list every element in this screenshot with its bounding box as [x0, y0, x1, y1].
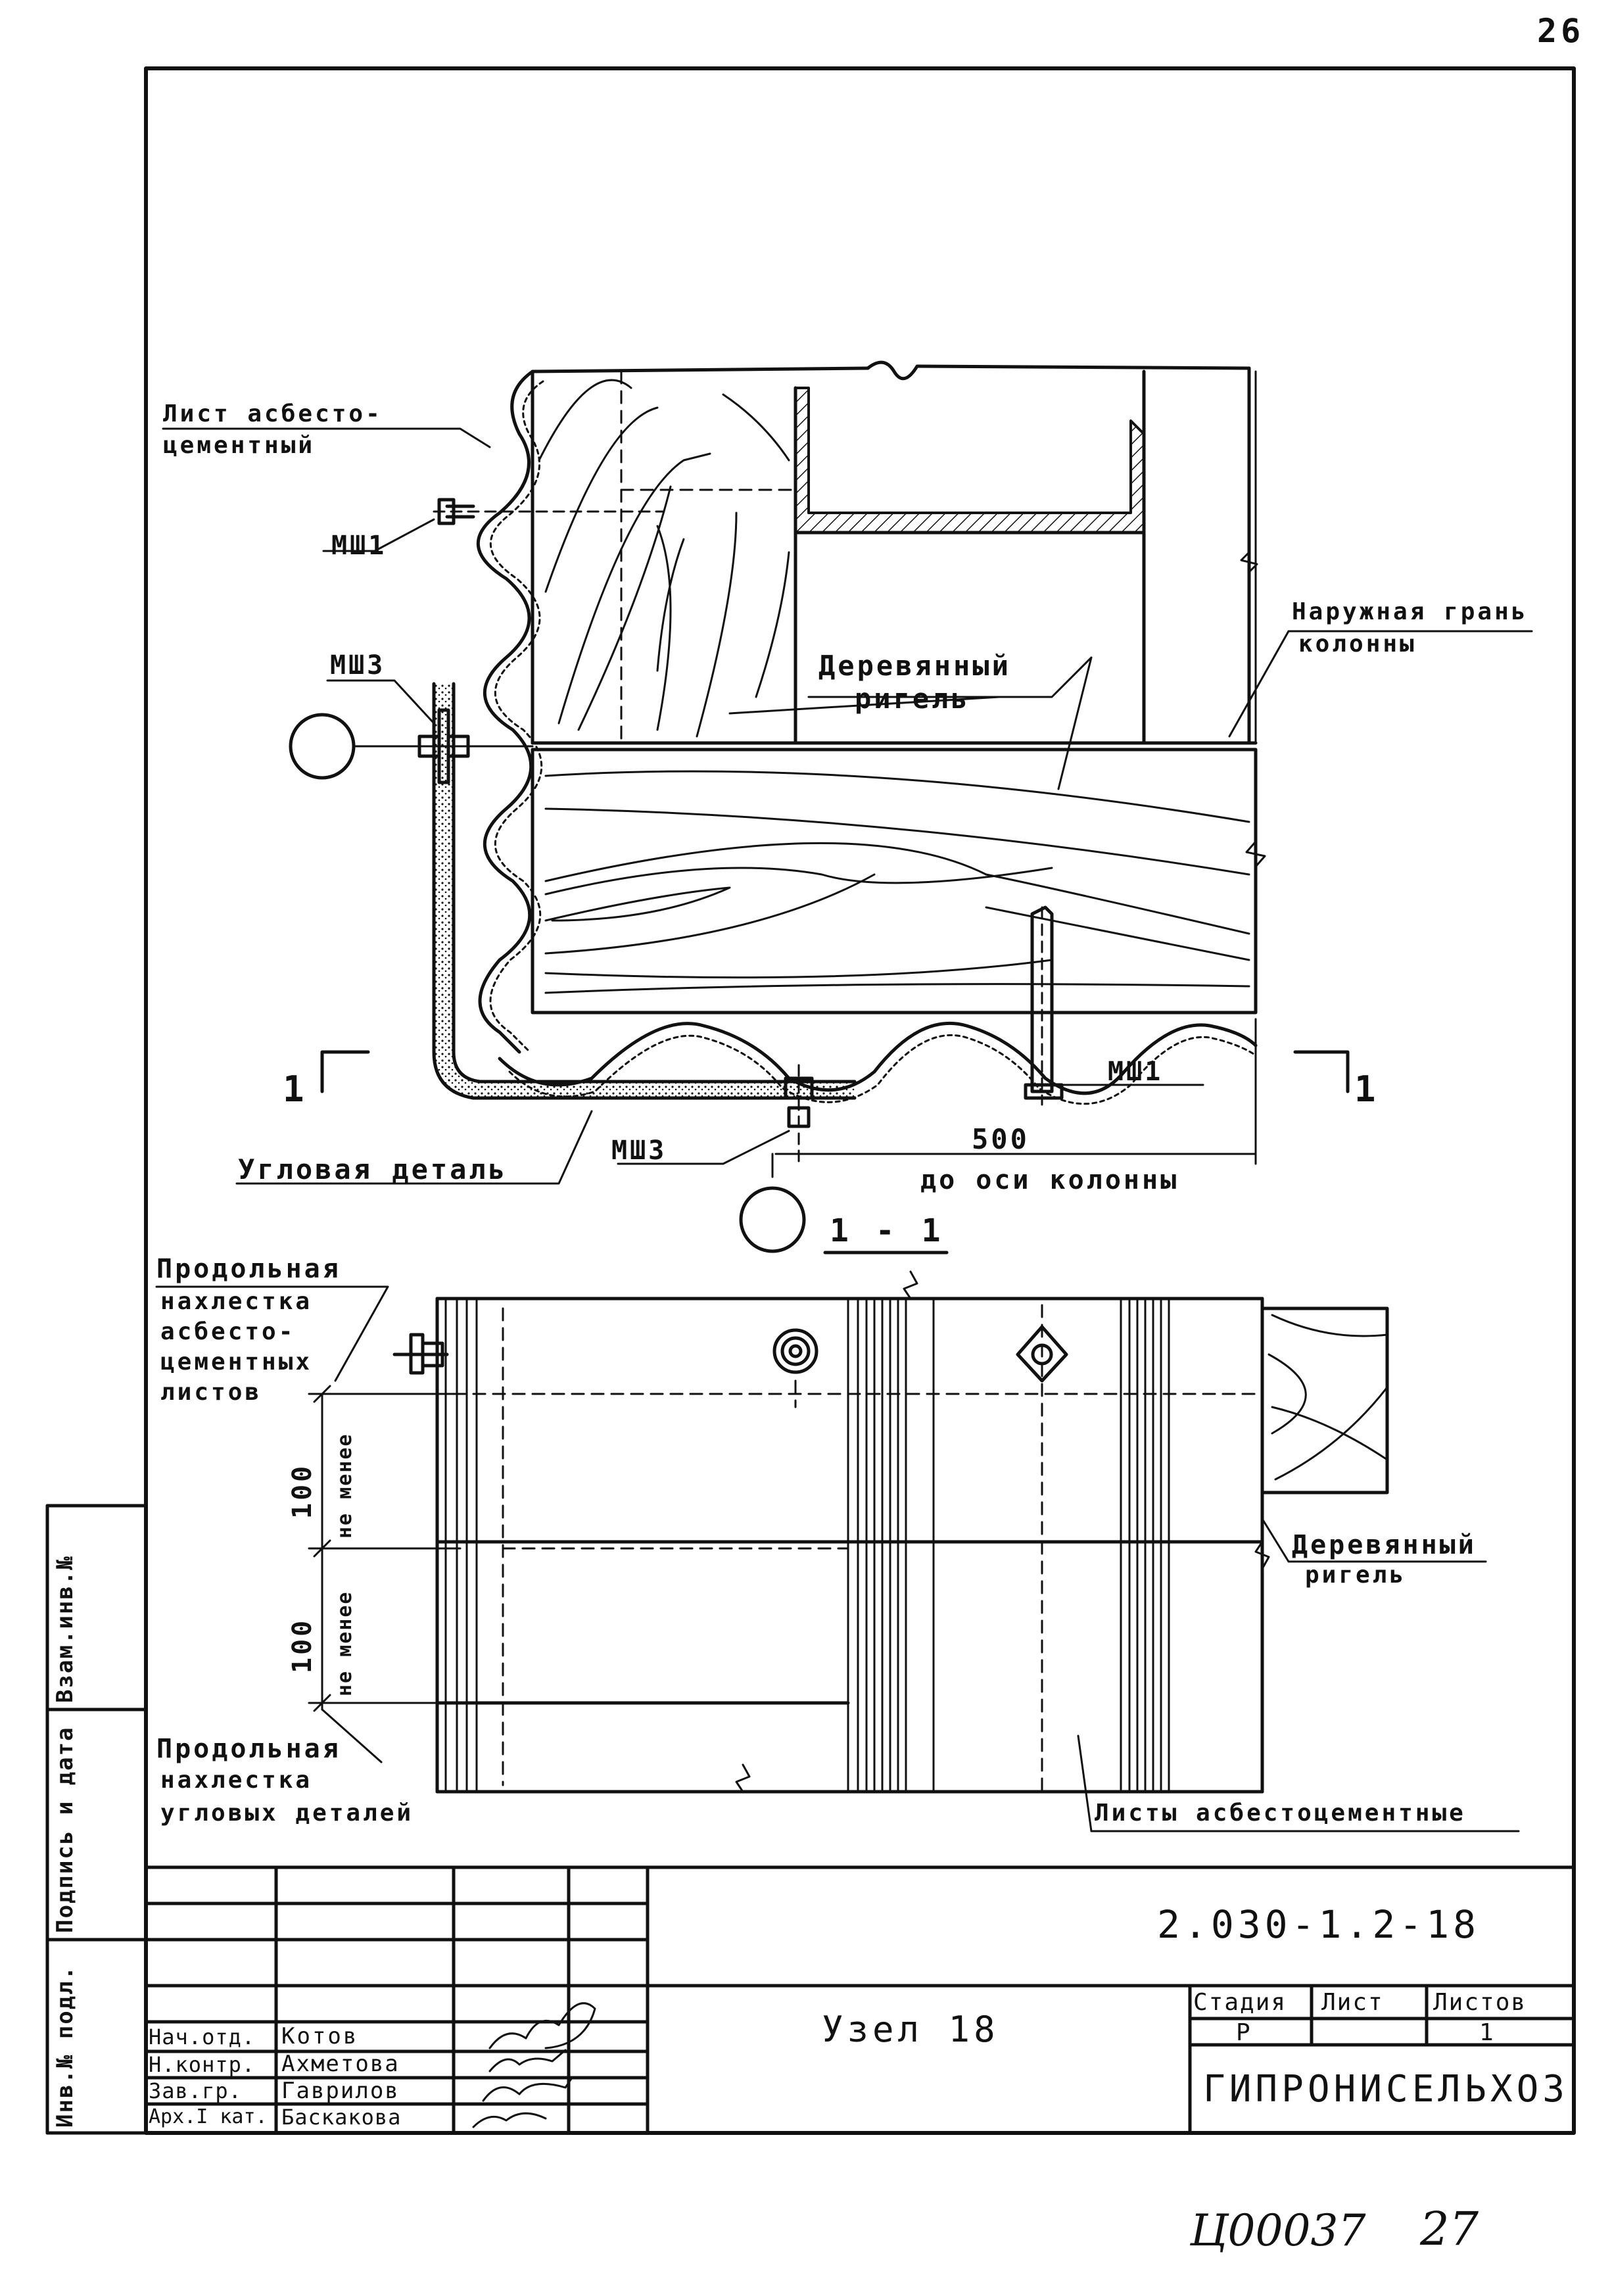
- label-msh1-bottom: МШ1: [1108, 1057, 1164, 1087]
- person-1: Котов: [281, 2023, 359, 2049]
- bolt-msh1-top: [433, 498, 665, 525]
- dim-100-lower-note: не менее: [333, 1590, 356, 1697]
- label-overlap-sheets-2: нахлестка: [160, 1288, 313, 1315]
- label-section-timber: Деревянный: [1292, 1530, 1477, 1560]
- column-face: [1142, 366, 1258, 745]
- asbestos-sheet-vertical: [476, 370, 544, 1054]
- washer-round: [772, 1328, 818, 1374]
- bolt-msh1-bottom: [1024, 905, 1064, 1106]
- dim-100-lower: 100: [287, 1617, 318, 1673]
- label-timber-beam: Деревянный: [818, 650, 1011, 682]
- person-3: Гаврилов: [281, 2078, 400, 2104]
- dim-100-upper-note: не менее: [333, 1433, 356, 1539]
- sheet-frame: [144, 66, 1576, 2135]
- bottom-page: 27: [1420, 2202, 1479, 2256]
- timber-post: [531, 360, 1251, 745]
- washer-square: [1016, 1325, 1068, 1383]
- label-asbestos-sheet: Лист асбесто-: [163, 400, 383, 427]
- role-3: Зав.гр.: [149, 2078, 242, 2103]
- dim-100-upper: 100: [287, 1463, 318, 1519]
- page-number: 26: [1537, 12, 1585, 50]
- label-overlap-corner-2: нахлестка: [160, 1767, 313, 1794]
- label-overlap-corner-1: Продольная: [156, 1734, 341, 1764]
- role-2: Н.контр.: [149, 2052, 256, 2077]
- bolt-msh3-left: [354, 708, 534, 784]
- dimension-chain: [308, 1385, 462, 1712]
- section-mark-right: 1: [1354, 1068, 1380, 1110]
- label-section-timber-2: ригель: [1305, 1562, 1407, 1589]
- stage-value: Р: [1236, 2019, 1253, 2046]
- sheet-count-value: 1: [1479, 2019, 1496, 2046]
- signatures: [472, 2002, 596, 2128]
- margin-inv: Инв.№ подл.: [52, 1965, 78, 2128]
- label-overlap-sheets-3: асбесто-: [160, 1318, 296, 1345]
- organization: ГИПРОНИСЕЛЬХОЗ: [1203, 2068, 1569, 2111]
- drawing-name: Узел 18: [822, 2009, 999, 2050]
- label-corner-detail: Угловая деталь: [238, 1153, 508, 1185]
- label-msh3-left: МШ3: [330, 650, 386, 681]
- section-dashed-lines: [334, 1304, 1264, 1793]
- role-1: Нач.отд.: [149, 2024, 256, 2049]
- asbestos-sheet-horizontal: [498, 1021, 1258, 1105]
- axis-circle-left: [289, 713, 356, 780]
- label-msh3-bottom: МШ3: [611, 1136, 667, 1166]
- section-outline: [435, 1270, 1270, 1794]
- header-sheet: Лист: [1321, 1989, 1384, 2016]
- signature-akhmetova: [488, 2049, 567, 2072]
- person-2: Ахметова: [281, 2051, 400, 2077]
- label-overlap-corner-3: угловых деталей: [160, 1800, 414, 1827]
- axis-label: до оси колонны: [920, 1165, 1179, 1195]
- label-overlap-sheets-1: Продольная: [156, 1254, 341, 1284]
- timber-beam: [531, 741, 1266, 1015]
- corner-detail: [432, 682, 857, 1100]
- header-stage: Стадия: [1193, 1989, 1287, 2016]
- person-4: Баскакова: [281, 2105, 402, 2130]
- bolt-msh3-bottom: [784, 1064, 814, 1165]
- bottom-code: Ц00037: [1190, 2205, 1366, 2256]
- doc-code: 2.030-1.2-18: [1157, 1902, 1481, 1947]
- label-sheets-asbestos: Листы асбестоцементные: [1095, 1800, 1466, 1827]
- role-4: Арх.I кат.: [149, 2105, 268, 2128]
- section-timber-end: [1260, 1306, 1389, 1495]
- label-overlap-sheets-5: листов: [160, 1379, 262, 1406]
- label-column-face: Наружная грань: [1292, 598, 1529, 625]
- title-block-lines: [144, 1865, 1576, 2135]
- margin-vzam: Взам.инв.№: [52, 1555, 78, 1703]
- dim-500-label: 500: [972, 1123, 1030, 1155]
- margin-podpis: Подпись и дата: [52, 1726, 78, 1933]
- signature-baskakova: [472, 2112, 547, 2128]
- section-title: 1 - 1: [830, 1212, 945, 1249]
- header-sheets: Листов: [1433, 1989, 1527, 2016]
- section-bolt-left: [392, 1333, 449, 1375]
- signature-gavrilov: [482, 2076, 573, 2102]
- section-mark-left: 1: [283, 1068, 308, 1110]
- label-msh1-top: МШ1: [331, 531, 387, 561]
- label-asbestos-sheet-2: цементный: [163, 432, 316, 459]
- signature-kotov: [488, 2002, 596, 2049]
- axis-circle-bottom: [739, 1186, 806, 1253]
- steel-channel: [794, 387, 1146, 535]
- label-column-face-2: колонны: [1298, 631, 1417, 658]
- label-overlap-sheets-4: цементных: [160, 1349, 313, 1375]
- label-timber-beam-2: ригель: [855, 682, 970, 715]
- section-sheet-lines: [444, 1297, 1170, 1793]
